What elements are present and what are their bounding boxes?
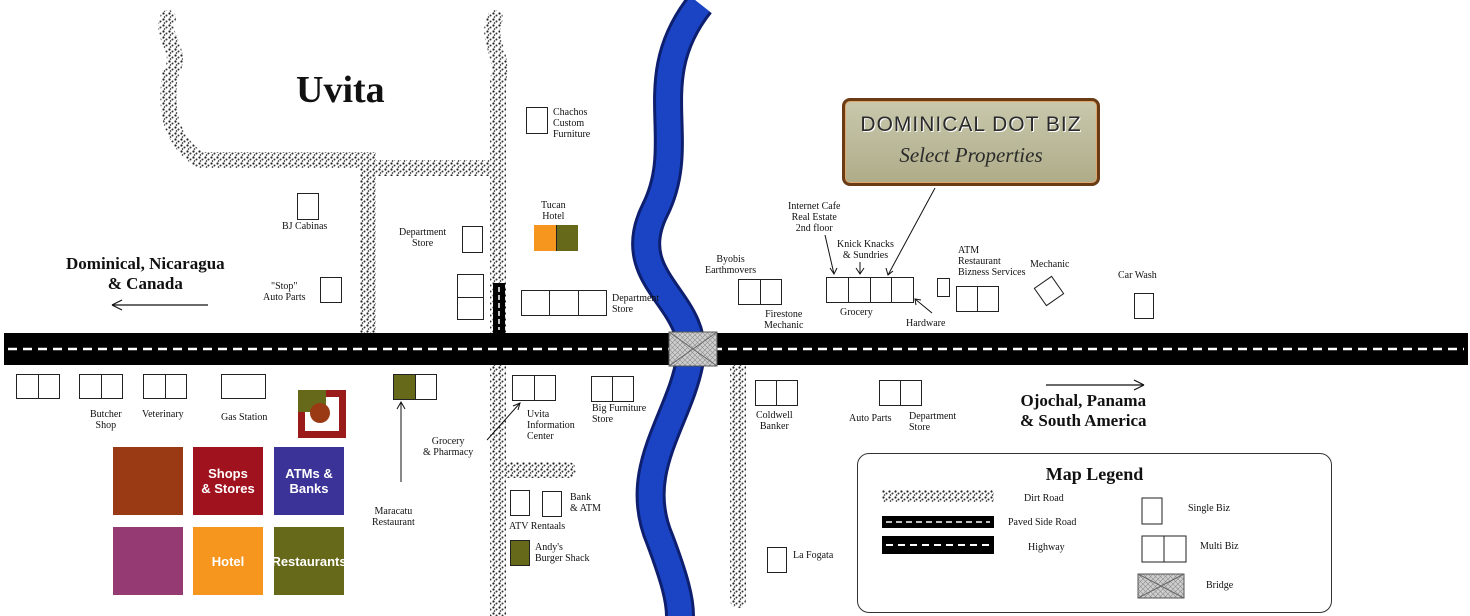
dominical-dot-biz-logo[interactable]: DOMINICAL DOT BIZ Select Properties	[842, 98, 1100, 186]
atm-restaurant-box[interactable]	[956, 286, 999, 312]
label-department-store-3: Department Store	[909, 411, 957, 433]
byobis-box[interactable]	[738, 279, 782, 305]
big-furniture-box[interactable]	[591, 376, 634, 402]
map-legend: Map Legend Dirt Road Paved Side Road Hig…	[857, 453, 1332, 613]
coldwell-box[interactable]	[755, 380, 798, 406]
label-byobis: Byobis Earthmovers	[705, 254, 757, 276]
shops-logo-mark	[298, 390, 346, 438]
butcher-box[interactable]	[79, 374, 123, 399]
auto-parts-box[interactable]	[879, 380, 922, 406]
stop-auto-parts-box[interactable]	[320, 277, 342, 303]
label-coldwell: Coldwell Banker	[756, 410, 793, 432]
label-andys: Andy's Burger Shack	[535, 542, 590, 564]
bank-atm-box[interactable]	[542, 491, 562, 517]
label-bj-cabinas: BJ Cabinas	[282, 221, 328, 232]
label-department-store-1: Department Store	[399, 227, 447, 249]
label-chachos: Chachos Custom Furniture	[553, 107, 591, 140]
hardware-box[interactable]	[937, 278, 950, 297]
legend-title: Map Legend	[1045, 464, 1144, 484]
label-butcher: Butcher Shop	[90, 409, 122, 431]
logo-subtitle: Select Properties	[899, 143, 1043, 167]
category-swatch-restaurants: Restaurants	[271, 527, 347, 595]
label-gas-station: Gas Station	[221, 412, 268, 423]
label-mechanic: Mechanic	[1030, 259, 1070, 270]
multi-biz-box[interactable]	[457, 274, 484, 320]
grocery-block-box[interactable]	[826, 277, 914, 303]
label-grocery-pharmacy: Grocery & Pharmacy	[423, 436, 474, 458]
label-big-furniture: Big Furniture Store	[592, 403, 647, 425]
legend-multi-biz: Multi Biz	[1200, 541, 1239, 552]
la-fogata-box[interactable]	[767, 547, 787, 573]
direction-west: Dominical, Nicaragua & Canada	[66, 254, 225, 293]
label-tucan-hotel: Tucan Hotel	[541, 200, 566, 222]
category-swatch-hotel: Hotel	[193, 527, 263, 595]
label-veterinary: Veterinary	[142, 409, 184, 420]
label-bank-atm: Bank & ATM	[570, 492, 601, 514]
legend-symbols	[882, 490, 1187, 599]
veterinary-box[interactable]	[143, 374, 187, 399]
label-grocery: Grocery	[840, 307, 873, 318]
label-car-wash: Car Wash	[1118, 270, 1157, 281]
atv-rentals-box[interactable]	[510, 490, 530, 516]
label-maracatu: Maracatu Restaurant	[372, 506, 415, 528]
legend-highway: Highway	[1028, 542, 1065, 553]
category-swatch-1	[113, 447, 183, 515]
maracatu-box[interactable]	[393, 374, 437, 400]
uvita-info-box[interactable]	[512, 375, 556, 401]
label-department-store-2: Department Store	[612, 293, 660, 315]
bj-cabinas-box[interactable]	[297, 193, 319, 220]
department-store-1-box[interactable]	[462, 226, 483, 253]
legend-single-biz: Single Biz	[1188, 503, 1230, 514]
label-stop-auto-parts: "Stop" Auto Parts	[263, 281, 306, 303]
category-swatch-4	[113, 527, 183, 595]
category-swatch-atms: ATMs & Banks	[274, 447, 344, 515]
label-atm-restaurant: ATM Restaurant Bizness Services	[958, 245, 1026, 278]
category-swatch-shops: Shops & Stores	[193, 447, 263, 515]
label-firestone: Firestone Mechanic	[764, 309, 804, 331]
label-internet-cafe: Internet Cafe Real Estate 2nd floor	[788, 201, 841, 234]
dirt-roads	[158, 10, 746, 616]
department-store-2-box[interactable]	[521, 290, 607, 316]
legend-paved-side-road: Paved Side Road	[1008, 517, 1077, 528]
label-atv-rentals: ATV Rentaals	[509, 521, 566, 532]
label-la-fogata: La Fogata	[793, 550, 834, 561]
car-wash-box[interactable]	[1134, 293, 1154, 319]
label-knick-knacks: Knick Knacks & Sundries	[837, 239, 894, 261]
direction-east: Ojochal, Panama & South America	[1020, 391, 1147, 430]
logo-title: DOMINICAL DOT BIZ	[860, 113, 1082, 136]
legend-single-biz-symbol	[1141, 497, 1163, 525]
town-name: Uvita	[296, 69, 385, 111]
andys-box[interactable]	[510, 540, 530, 566]
legend-dirt-road-symbol	[882, 490, 994, 502]
tucan-hotel-box[interactable]	[534, 225, 578, 251]
gas-station-box[interactable]	[221, 374, 266, 399]
label-hardware: Hardware	[906, 318, 946, 329]
label-auto-parts: Auto Parts	[849, 413, 892, 424]
chachos-box[interactable]	[526, 107, 548, 134]
legend-dirt-road: Dirt Road	[1024, 493, 1064, 504]
label-uvita-info: Uvita Information Center	[527, 409, 575, 442]
south-biz-1-box[interactable]	[16, 374, 60, 399]
legend-bridge: Bridge	[1206, 580, 1234, 591]
pointer-lines	[396, 187, 936, 482]
